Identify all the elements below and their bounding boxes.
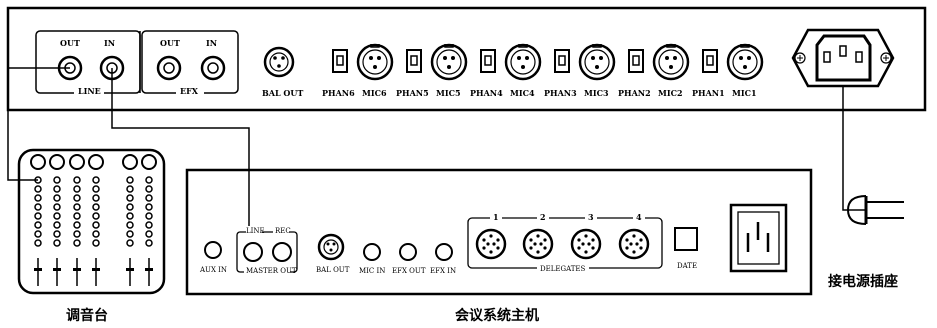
wire-line-in-to-master-out (111, 68, 250, 232)
efx-out-jack-host (399, 243, 417, 261)
mic-label: MIC2 (658, 88, 683, 98)
delegate-number-label: 4 (636, 212, 642, 222)
mic-label: MIC5 (436, 88, 461, 98)
phantom-label: PHAN5 (396, 88, 429, 98)
line-out-label: OUT (60, 38, 80, 48)
mic-channel-2: PHAN2 MIC2 (618, 43, 690, 98)
mic-channel-5: PHAN5 MIC5 (396, 43, 468, 98)
phantom-switch-icon (554, 49, 570, 73)
line-group-label: LINE (78, 86, 101, 96)
host-power-inlet (729, 203, 788, 273)
phantom-label: PHAN2 (618, 88, 651, 98)
mixer-channel-strip (30, 154, 46, 286)
mixer-channel-strip (49, 154, 65, 286)
wire-line-out-to-mixer (7, 67, 70, 181)
phantom-switch-icon (406, 49, 422, 73)
mic-channel-6: PHAN6 MIC6 (322, 43, 394, 98)
master-out-rec-jack (272, 242, 292, 262)
line-group-frame (35, 30, 141, 94)
bal-out-label: BAL OUT (262, 88, 303, 98)
phantom-label: PHAN1 (692, 88, 725, 98)
efx-in-jack (200, 55, 226, 81)
data-label: DATE (677, 262, 697, 270)
mic-channel-4: PHAN4 MIC4 (470, 43, 542, 98)
delegate-port-4: 4 (618, 212, 650, 260)
delegate-port-1: 1 (475, 212, 507, 260)
efx-in-label-host: EFX IN (430, 267, 456, 275)
phantom-switch-icon (480, 49, 496, 73)
phantom-switch-icon (702, 49, 718, 73)
efx-group-label: EFX (180, 86, 199, 96)
aux-in-label: AUX IN (199, 266, 227, 274)
master-out-label: MASTER OUT (246, 267, 297, 275)
mixer-channel-strips (30, 154, 157, 286)
delegates-frame (467, 217, 663, 269)
delegate-number-label: 1 (493, 212, 499, 222)
host-unit-body (185, 168, 813, 296)
efx-out-jack (156, 55, 182, 81)
mic-xlr-connector (356, 43, 394, 81)
mic-in-label: MIC IN (359, 267, 385, 275)
mic-xlr-connector (652, 43, 690, 81)
phantom-switch-icon (332, 49, 348, 73)
mic-label: MIC6 (362, 88, 387, 98)
master-out-rec-label: REC (275, 227, 291, 235)
wire-power-cord (842, 86, 866, 211)
mixer-channel-strip (69, 154, 85, 286)
mixer-channel-strip (122, 154, 138, 286)
master-out-line-label: LINE (246, 227, 265, 235)
efx-out-label-host: EFX OUT (392, 267, 426, 275)
phantom-label: PHAN3 (544, 88, 577, 98)
power-plug-icon (846, 195, 904, 225)
mic-label: MIC4 (510, 88, 535, 98)
aux-in-jack (204, 241, 222, 259)
mic-channel-1: PHAN1 MIC1 (692, 43, 764, 98)
delegates-label: DELEGATES (540, 265, 586, 273)
mic-xlr-connector (726, 43, 764, 81)
data-port (674, 227, 698, 251)
rack-panel (6, 6, 927, 112)
power-socket-label: 接电源插座 (828, 273, 898, 290)
phantom-switch-icon (628, 49, 644, 73)
delegate-number-label: 2 (540, 212, 546, 222)
iec-power-inlet (791, 28, 895, 88)
host-bal-out-label: BAL OUT (316, 266, 350, 274)
phantom-label: PHAN6 (322, 88, 355, 98)
delegate-port-2: 2 (522, 212, 554, 260)
delegate-port-3: 3 (570, 212, 602, 260)
efx-in-label: IN (206, 38, 217, 48)
efx-in-jack-host (435, 243, 453, 261)
bal-out-xlr-connector (263, 46, 295, 78)
mic-xlr-connector (430, 43, 468, 81)
delegate-number-label: 3 (588, 212, 594, 222)
line-in-label: IN (104, 38, 115, 48)
delegate-ports: 1 2 3 4 (475, 212, 650, 260)
host-bal-out-xlr-connector (317, 233, 345, 261)
phantom-label: PHAN4 (470, 88, 503, 98)
mixer-title: 调音台 (66, 307, 108, 324)
mic-xlr-connector (578, 43, 616, 81)
master-out-line-jack (243, 242, 263, 262)
mixer-body (17, 148, 166, 295)
mic-in-jack (363, 243, 381, 261)
mic-channel-3: PHAN3 MIC3 (544, 43, 616, 98)
host-unit-title: 会议系统主机 (455, 307, 539, 324)
mixer-channel-strip (141, 154, 157, 286)
mic-label: MIC3 (584, 88, 609, 98)
mic-xlr-connector (504, 43, 542, 81)
mixer-channel-strip (88, 154, 104, 286)
efx-out-label: OUT (160, 38, 180, 48)
mic-label: MIC1 (732, 88, 757, 98)
